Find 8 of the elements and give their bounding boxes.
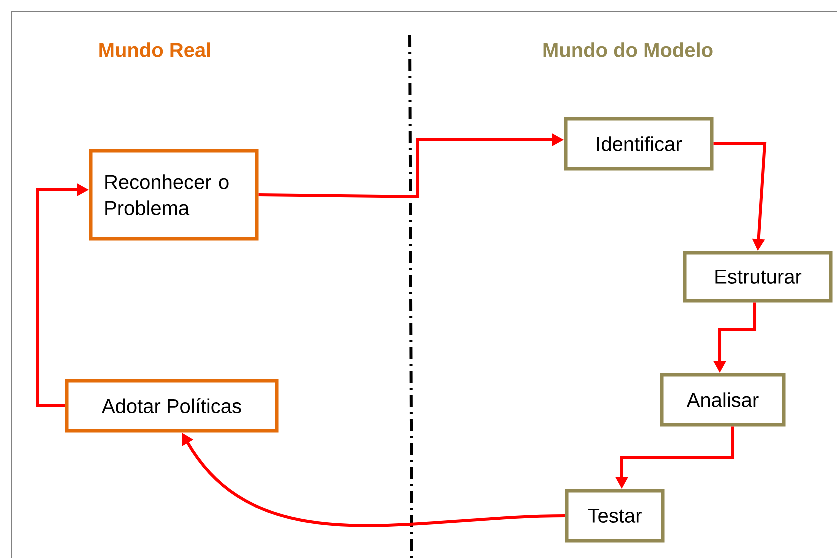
process-box: Testar <box>565 489 665 543</box>
process-box: Estruturar <box>683 251 833 303</box>
region-heading: Mundo do Modelo <box>544 42 713 58</box>
process-box: Adotar Políticas <box>65 379 279 433</box>
process-box: Analisar <box>660 373 786 427</box>
region-heading: Mundo Real <box>100 42 210 58</box>
process-box: Reconhecer o Problema <box>89 149 259 241</box>
process-box: Identificar <box>564 117 714 171</box>
